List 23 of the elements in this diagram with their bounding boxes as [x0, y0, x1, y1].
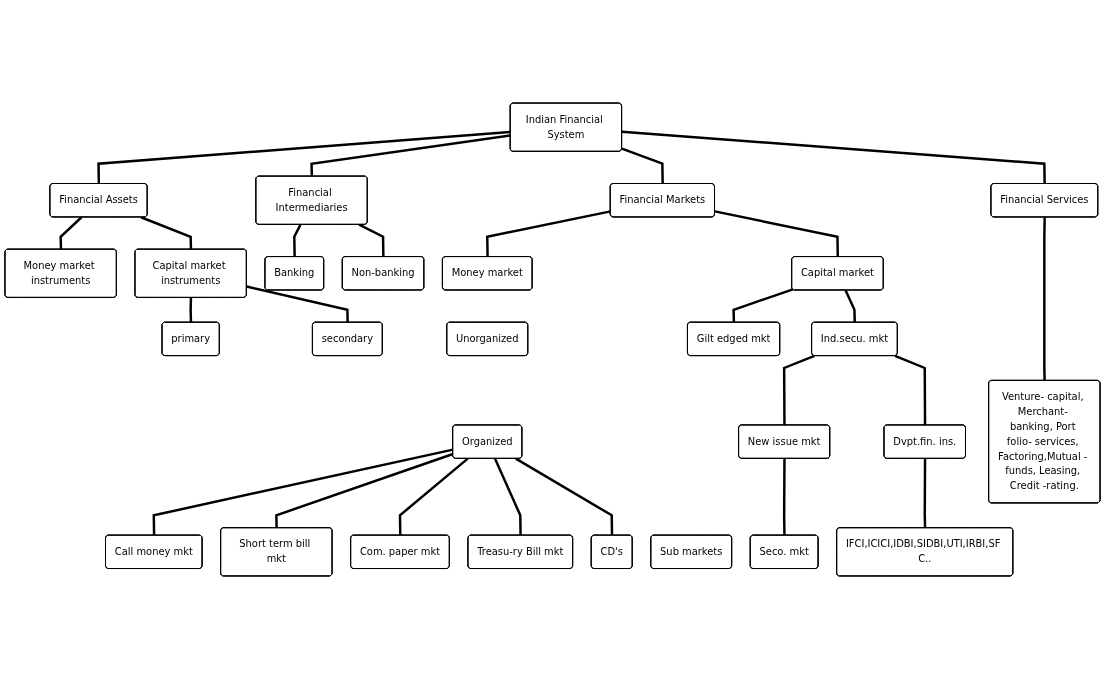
connector [923, 458, 927, 529]
connector [189, 297, 193, 323]
connector [310, 134, 511, 177]
connector [714, 210, 839, 257]
connector [293, 224, 302, 257]
connector [894, 354, 927, 426]
connector [59, 216, 83, 250]
connector [493, 458, 522, 536]
connector [275, 452, 454, 529]
connector [140, 216, 193, 250]
connector [621, 130, 1046, 184]
connector [621, 147, 664, 184]
connector [732, 288, 794, 323]
connector [844, 289, 856, 323]
connector [782, 354, 815, 426]
connector [97, 130, 511, 184]
connector [515, 457, 614, 536]
connector [486, 210, 611, 257]
connector [1043, 217, 1046, 381]
connector [246, 285, 349, 323]
connector [782, 458, 786, 536]
connector [152, 448, 454, 536]
connector [398, 457, 469, 536]
